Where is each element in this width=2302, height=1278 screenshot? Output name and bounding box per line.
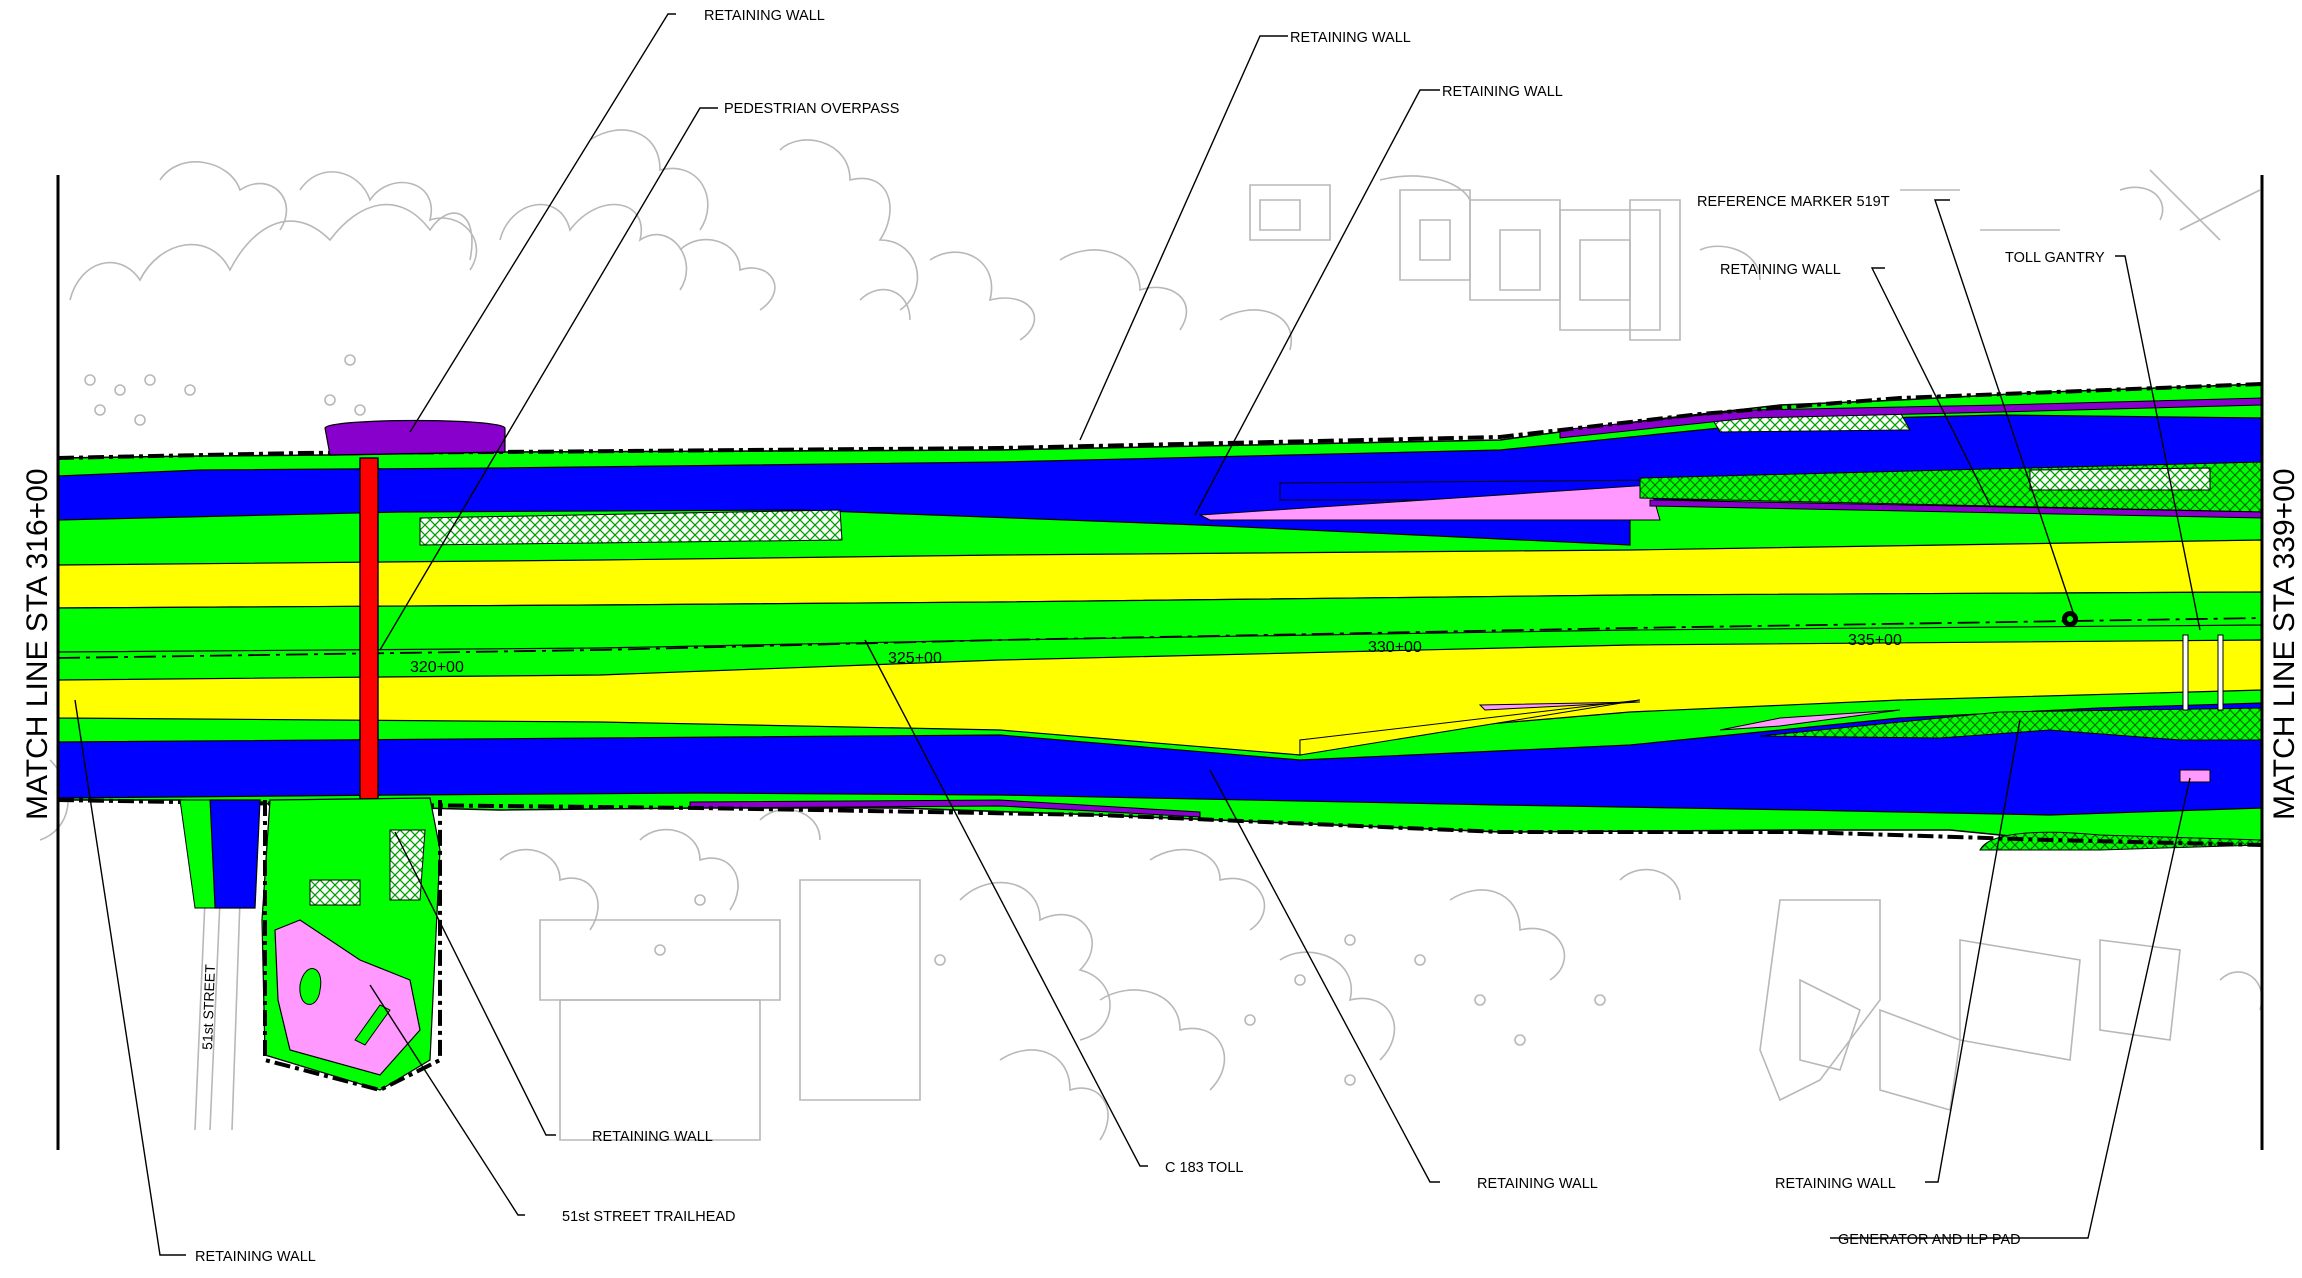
callout-trailhead: 51st STREET TRAILHEAD bbox=[562, 1209, 736, 1225]
51st-street bbox=[179, 799, 261, 909]
callout-reference-marker: REFERENCE MARKER 519T bbox=[1697, 194, 1890, 210]
station-label: 335+00 bbox=[1848, 632, 1902, 649]
toll-centerline bbox=[57, 617, 2263, 659]
match-line-left-label: MATCH LINE STA 316+00 bbox=[21, 468, 54, 820]
south-main-lanes bbox=[57, 639, 2263, 756]
callout-leaders bbox=[74, 13, 2201, 1256]
street-label: 51st STREET bbox=[199, 964, 218, 1051]
callout-retaining-wall: RETAINING WALL bbox=[1290, 30, 1411, 46]
callout-generator-pad: GENERATOR AND ILP PAD bbox=[1838, 1232, 2021, 1248]
callout-retaining-wall: RETAINING WALL bbox=[1477, 1176, 1598, 1192]
callout-retaining-wall: RETAINING WALL bbox=[1720, 262, 1841, 278]
toll-gantry-structure bbox=[2182, 634, 2224, 711]
station-label: 320+00 bbox=[410, 659, 464, 676]
match-line-right-label: MATCH LINE STA 339+00 bbox=[2268, 468, 2301, 820]
station-label: 325+00 bbox=[888, 650, 942, 667]
callout-toll-centerline: C 183 TOLL bbox=[1165, 1160, 1243, 1176]
callout-toll-gantry: TOLL GANTRY bbox=[2005, 250, 2105, 266]
callout-retaining-wall: RETAINING WALL bbox=[195, 1249, 316, 1265]
reference-marker-symbol bbox=[2062, 611, 2078, 627]
callout-pedestrian-overpass: PEDESTRIAN OVERPASS bbox=[724, 101, 899, 117]
roadway bbox=[57, 383, 2263, 851]
callout-retaining-wall: RETAINING WALL bbox=[1442, 84, 1563, 100]
context-linework bbox=[39, 129, 2263, 1141]
trailhead-site bbox=[261, 797, 442, 1093]
callout-retaining-wall: RETAINING WALL bbox=[592, 1129, 713, 1145]
callout-retaining-wall: RETAINING WALL bbox=[704, 8, 825, 24]
callout-retaining-wall: RETAINING WALL bbox=[1775, 1176, 1896, 1192]
station-label: 330+00 bbox=[1368, 639, 1422, 656]
south-frontage-road bbox=[57, 702, 2263, 816]
